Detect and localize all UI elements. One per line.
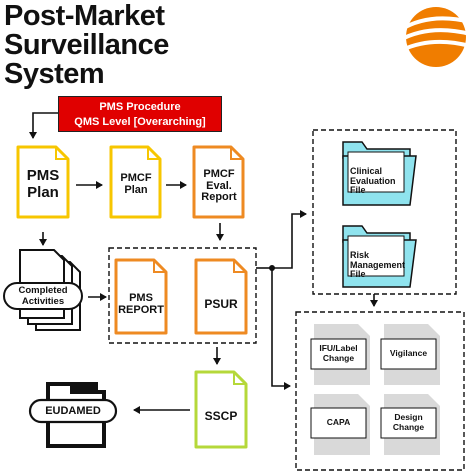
eudamed-text: EUDAMED: [45, 405, 101, 417]
completed-activities-label: Completed Activities: [4, 285, 82, 307]
pmcf-plan-doc: [109, 145, 162, 219]
sscp-line-1: SSCP: [204, 409, 238, 423]
junction-dot: [269, 265, 275, 271]
procedure-line-1: PMS Procedure: [99, 101, 181, 113]
risk-folder-icon: [342, 225, 417, 288]
completed-line-2: Activities: [21, 296, 65, 307]
pms-plan-line-1: PMS: [26, 167, 60, 184]
design-doc: [380, 394, 440, 455]
pms-report-doc: [114, 258, 168, 335]
pms-plan-line-2: Plan: [27, 184, 59, 201]
ifu-line-2: Change: [322, 353, 355, 363]
pmcf-eval-line-2: Eval.: [206, 179, 232, 192]
pms-procedure-box: PMS Procedure QMS Level [Overarching]: [58, 96, 222, 132]
clinical-line-3: File: [350, 185, 366, 195]
risk-management-label: Risk Management File: [350, 250, 406, 280]
design-change-label: Design Change: [381, 412, 436, 432]
capa-label: CAPA: [311, 417, 366, 427]
pmcf-plan-label: PMCF Plan: [111, 172, 161, 196]
pmcf-eval-label: PMCF Eval. Report: [194, 168, 244, 204]
connectors: [29, 112, 378, 414]
ifu-doc: [310, 324, 370, 385]
procedure-line-2: QMS Level [Overarching]: [74, 116, 206, 128]
pmcf-eval-line-1: PMCF: [203, 168, 235, 180]
psur-line-1: PSUR: [204, 297, 238, 311]
capa-line-1: CAPA: [326, 417, 351, 427]
vigilance-doc: [380, 324, 440, 385]
clinical-line-1: Clinical: [350, 166, 383, 176]
title-line-2: Surveillance: [4, 29, 169, 61]
ifu-line-1: IFU/Label: [319, 343, 358, 353]
capa-doc: [310, 394, 370, 455]
pmcf-plan-line-2: Plan: [124, 184, 148, 196]
ifu-label-change-label: IFU/Label Change: [311, 343, 366, 363]
completed-line-1: Completed: [18, 285, 68, 296]
sscp-label: SSCP: [196, 410, 246, 423]
design-line-2: Change: [392, 422, 425, 432]
title-line-1: Post-Market: [4, 0, 165, 32]
page-title: Post-Market Surveillance System: [4, 2, 169, 89]
pms-report-label: PMS REPORT: [112, 292, 170, 316]
pms-report-line-1: PMS: [129, 292, 153, 304]
risk-line-1: Risk: [350, 250, 370, 260]
vigilance-label: Vigilance: [381, 348, 436, 358]
title-line-3: System: [4, 58, 105, 90]
changes-group: [295, 311, 465, 471]
sscp-doc: [194, 370, 248, 449]
risk-line-2: Management: [350, 259, 406, 270]
clinical-evaluation-label: Clinical Evaluation File: [350, 166, 406, 196]
pmcf-eval-line-3: Report: [201, 191, 237, 203]
pms-report-line-2: REPORT: [118, 304, 164, 316]
pms-plan-doc: [16, 145, 70, 219]
pms-plan-label: PMS Plan: [18, 167, 68, 201]
eudamed-folder-icon: [28, 382, 118, 448]
risk-line-3: File: [350, 269, 366, 279]
pmcf-plan-line-1: PMCF: [120, 172, 152, 184]
psur-doc: [194, 258, 248, 335]
psur-label: PSUR: [196, 298, 246, 311]
pmcf-eval-doc: [192, 145, 245, 219]
report-group: [108, 247, 257, 344]
eudamed-label: EUDAMED: [30, 405, 116, 417]
files-group: [312, 129, 457, 295]
clinical-line-2: Evaluation: [350, 175, 396, 186]
vigilance-line-1: Vigilance: [389, 348, 428, 358]
design-line-1: Design: [394, 412, 423, 422]
completed-activities-stack: [3, 249, 83, 331]
clinical-folder-icon: [342, 141, 417, 206]
logo-icon: [398, 7, 471, 67]
